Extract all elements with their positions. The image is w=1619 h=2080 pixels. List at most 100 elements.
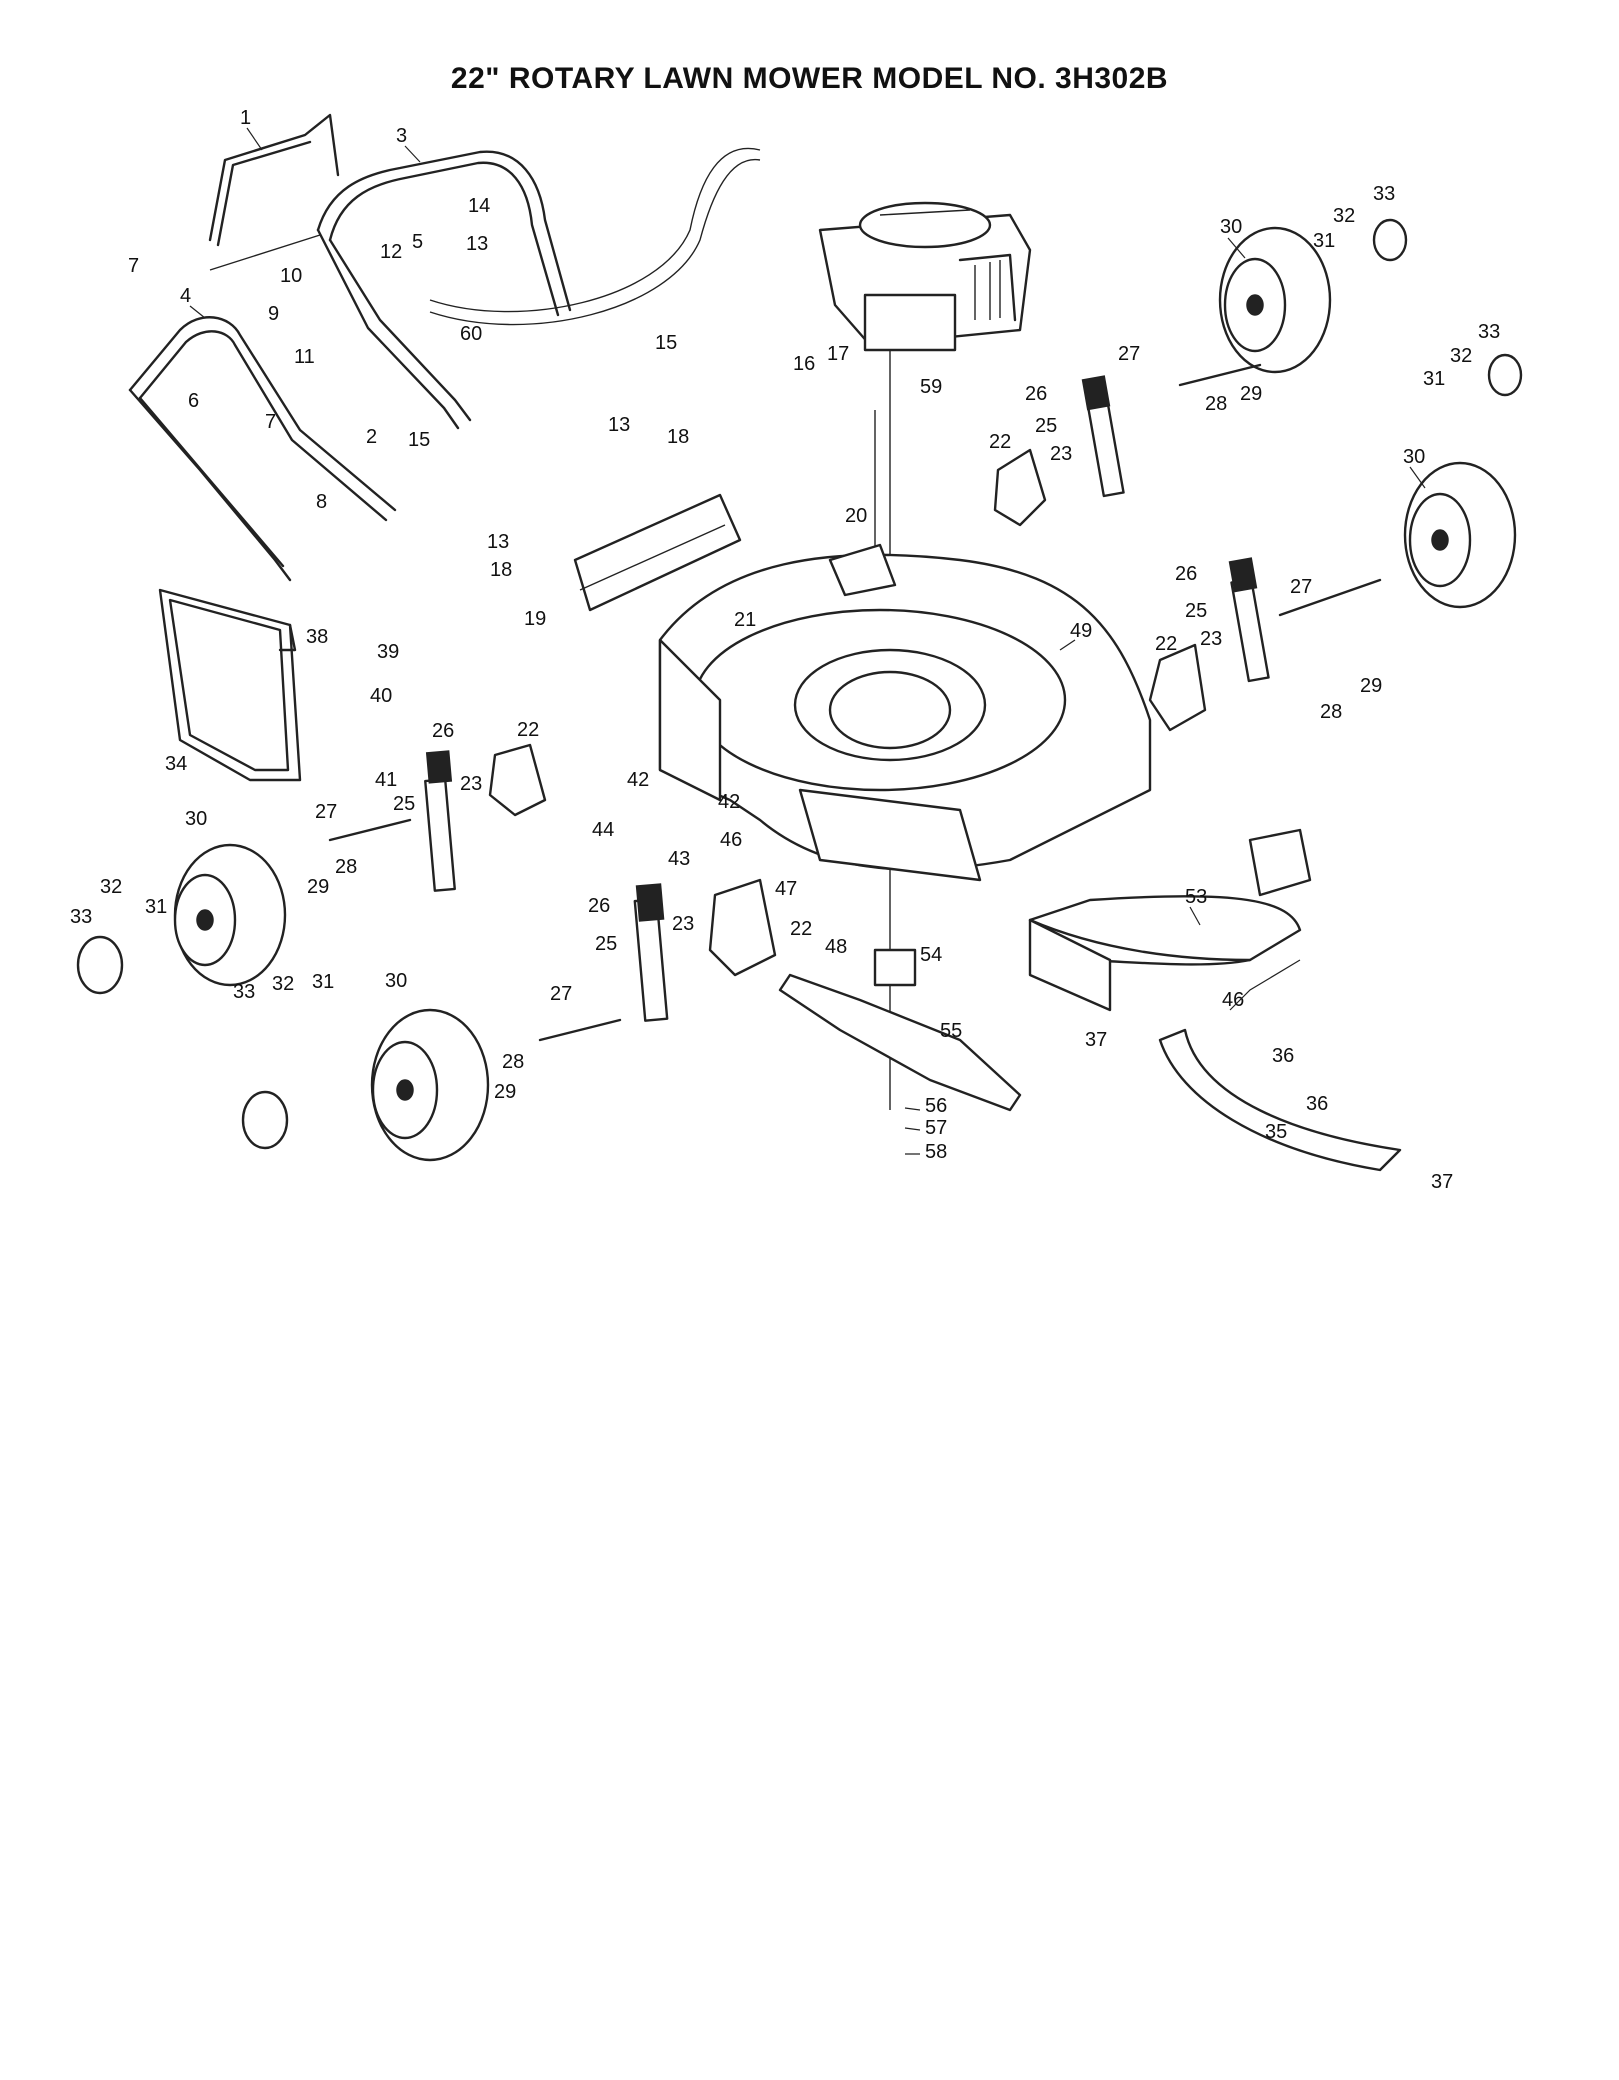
- wheel-rear-right: [1403, 461, 1517, 609]
- diagram-title: 22" ROTARY LAWN MOWER MODEL NO. 3H302B: [450, 62, 1169, 95]
- callout-18a: 18: [667, 426, 689, 448]
- callout-22a: 22: [989, 431, 1011, 453]
- wheel-front-left: [173, 843, 287, 987]
- callout-3: 3: [396, 125, 407, 147]
- callout-33b: 33: [1478, 321, 1500, 343]
- callout-23b: 23: [1200, 628, 1222, 650]
- callout-36a: 36: [1272, 1045, 1294, 1067]
- callout-labels: 1 2 3 4 5 6 7 7 8 9 10 11 12 13 13 13 14…: [70, 107, 1500, 1193]
- callout-19: 19: [524, 608, 546, 630]
- callout-33d: 33: [233, 981, 255, 1003]
- callout-28c: 28: [335, 856, 357, 878]
- callout-25c: 25: [393, 793, 415, 815]
- callout-34: 34: [165, 753, 187, 775]
- callout-29a: 29: [1240, 383, 1262, 405]
- chute-deflector-part: [573, 493, 742, 612]
- callout-31d: 31: [312, 971, 334, 993]
- callout-25b: 25: [1185, 600, 1207, 622]
- callout-32d: 32: [272, 973, 294, 995]
- callout-36b: 36: [1306, 1093, 1328, 1115]
- callout-26d: 26: [588, 895, 610, 917]
- callout-58: 58: [925, 1141, 947, 1163]
- hubcaps: [76, 218, 1523, 1150]
- lower-handle-part: [316, 147, 761, 430]
- leader-lines: [189, 127, 1426, 1155]
- callout-13a: 13: [466, 233, 488, 255]
- handle-part-4: [128, 316, 397, 582]
- callout-47: 47: [775, 878, 797, 900]
- callout-44: 44: [592, 819, 614, 841]
- callout-29d: 29: [494, 1081, 516, 1103]
- callout-27c: 27: [315, 801, 337, 823]
- wheel-rear-left: [370, 1008, 490, 1162]
- callout-33a: 33: [1373, 183, 1395, 205]
- callout-23d: 23: [672, 913, 694, 935]
- callout-21: 21: [734, 609, 756, 631]
- callout-54: 54: [920, 944, 942, 966]
- callout-30c: 30: [185, 808, 207, 830]
- callout-7b: 7: [265, 411, 276, 433]
- callout-53: 53: [1185, 886, 1207, 908]
- callout-22b: 22: [1155, 633, 1177, 655]
- callout-46b: 46: [1222, 989, 1244, 1011]
- callout-6: 6: [188, 390, 199, 412]
- callout-40: 40: [370, 685, 392, 707]
- callout-38: 38: [306, 626, 328, 648]
- callout-27a: 27: [1118, 343, 1140, 365]
- callout-1: 1: [240, 107, 251, 129]
- callout-42a: 42: [627, 769, 649, 791]
- callout-23a: 23: [1050, 443, 1072, 465]
- callout-31c: 31: [145, 896, 167, 918]
- callout-26c: 26: [432, 720, 454, 742]
- callout-30d: 30: [385, 970, 407, 992]
- callout-57: 57: [925, 1117, 947, 1139]
- callout-59: 59: [920, 376, 942, 398]
- callout-15b: 15: [408, 429, 430, 451]
- callout-20: 20: [845, 505, 867, 527]
- callout-43: 43: [668, 848, 690, 870]
- callout-28a: 28: [1205, 393, 1227, 415]
- callout-10: 10: [280, 265, 302, 287]
- callout-25d: 25: [595, 933, 617, 955]
- callout-22d: 22: [790, 918, 812, 940]
- callout-26b: 26: [1175, 563, 1197, 585]
- callout-2: 2: [366, 426, 377, 448]
- callout-11: 11: [294, 346, 315, 368]
- callout-35: 35: [1265, 1121, 1287, 1143]
- callout-55: 55: [940, 1020, 962, 1042]
- callout-48: 48: [825, 936, 847, 958]
- height-adjusters: [328, 363, 1382, 1042]
- callout-30a: 30: [1220, 216, 1242, 238]
- upper-handle-part: [208, 113, 340, 271]
- callout-28b: 28: [1320, 701, 1342, 723]
- callout-25a: 25: [1035, 415, 1057, 437]
- callout-60: 60: [460, 323, 482, 345]
- callout-32a: 32: [1333, 205, 1355, 227]
- callout-32b: 32: [1450, 345, 1472, 367]
- callout-31a: 31: [1313, 230, 1335, 252]
- mower-deck-part: [658, 543, 1152, 882]
- callout-27d: 27: [550, 983, 572, 1005]
- wheel-front-right: [1218, 226, 1332, 374]
- callout-14: 14: [468, 195, 490, 217]
- callout-22c: 22: [517, 719, 539, 741]
- blade-part: [778, 948, 1022, 1112]
- callout-29b: 29: [1360, 675, 1382, 697]
- callout-32c: 32: [100, 876, 122, 898]
- callout-12: 12: [380, 241, 402, 263]
- callout-29c: 29: [307, 876, 329, 898]
- callout-56: 56: [925, 1095, 947, 1117]
- callout-33c: 33: [70, 906, 92, 928]
- callout-4: 4: [180, 285, 191, 307]
- callout-41: 41: [375, 769, 397, 791]
- callout-39: 39: [377, 641, 399, 663]
- callout-15a: 15: [655, 332, 677, 354]
- rear-baffle-part: [1028, 828, 1312, 1012]
- callout-16: 16: [793, 353, 815, 375]
- callout-23c: 23: [460, 773, 482, 795]
- callout-49: 49: [1070, 620, 1092, 642]
- callout-30b: 30: [1403, 446, 1425, 468]
- callout-46a: 46: [720, 829, 742, 851]
- callout-9: 9: [268, 303, 279, 325]
